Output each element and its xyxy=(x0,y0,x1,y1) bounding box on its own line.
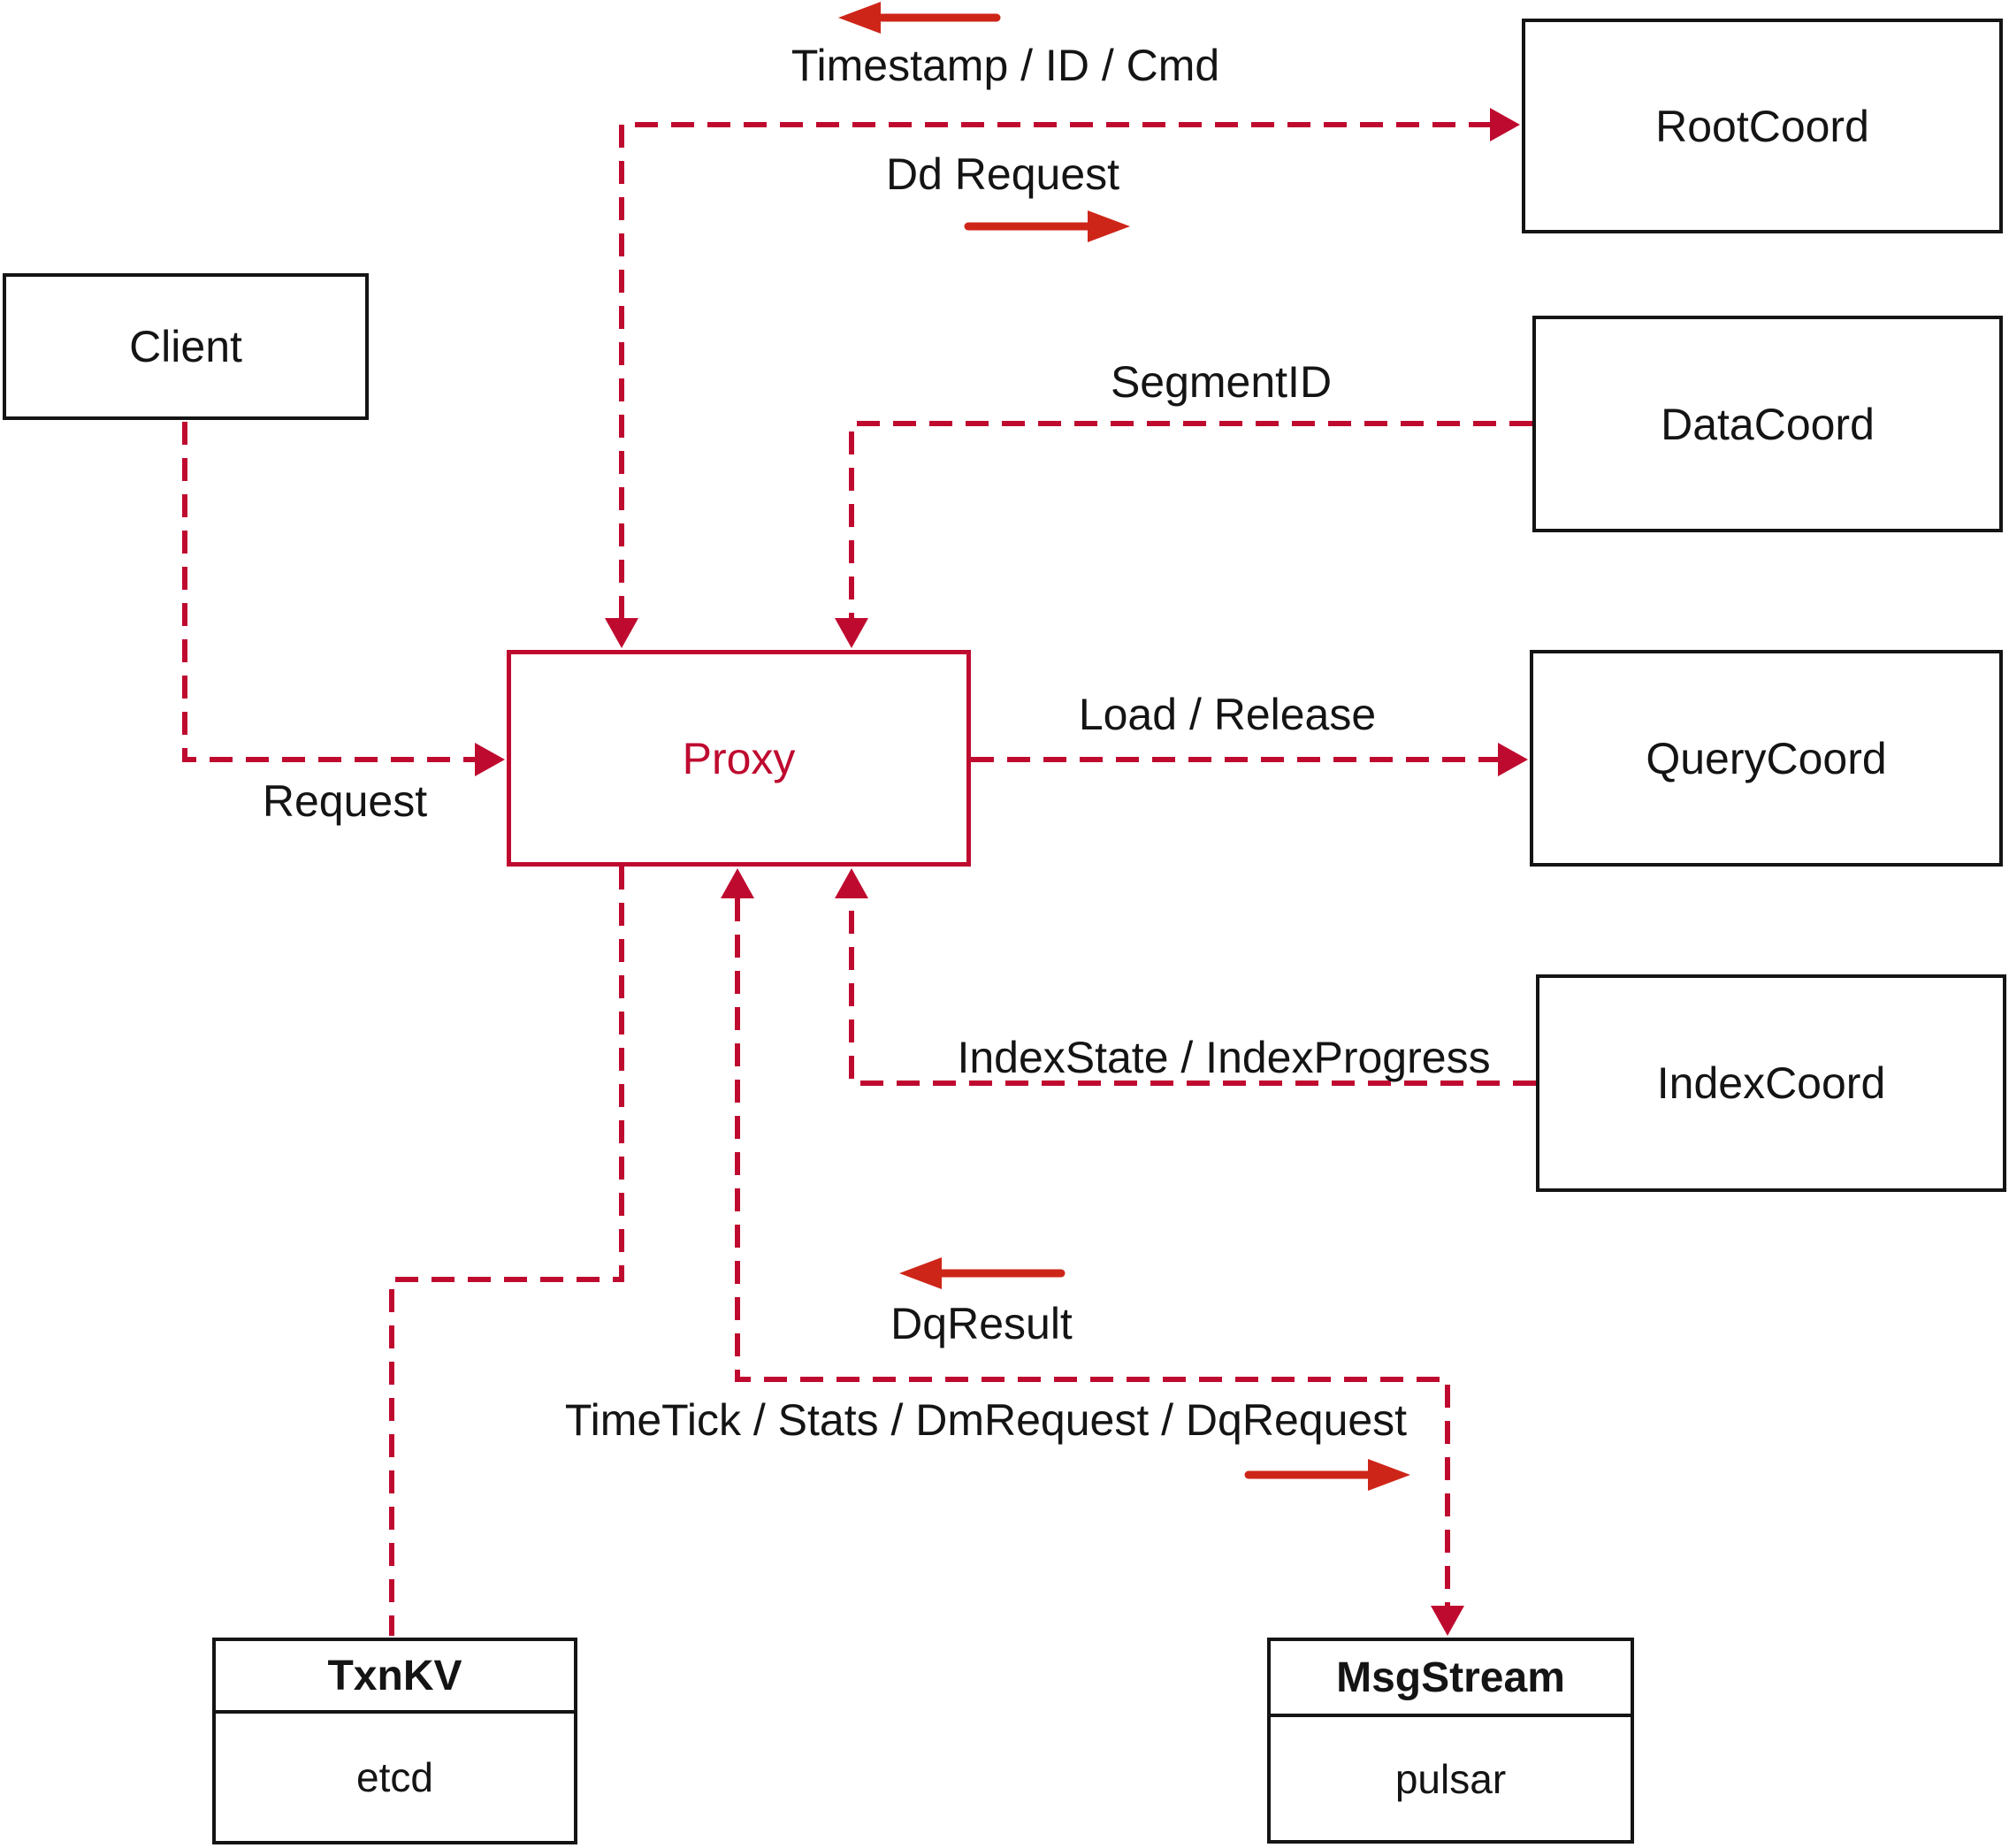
edge-label-segment-id: SegmentID xyxy=(1110,357,1333,407)
txnkv-node-title: TxnKV xyxy=(216,1641,574,1714)
indexcoord-node-label: IndexCoord xyxy=(1656,1058,1886,1108)
proxy-to-txnkv-connector xyxy=(389,867,624,1636)
arrowhead-into-proxy-top-left xyxy=(605,618,638,648)
edge-label-dd-request: Dd Request xyxy=(885,149,1120,199)
arrowhead-into-proxy-top-right xyxy=(835,618,868,648)
client-node-label: Client xyxy=(129,322,242,371)
edge-label-index-state: IndexState / IndexProgress xyxy=(957,1033,1491,1082)
arrowhead-into-querycoord xyxy=(1498,743,1528,776)
proxy-to-msgstream-connector xyxy=(735,898,1450,1618)
rootcoord-node-label: RootCoord xyxy=(1655,101,1869,151)
client-to-proxy-connector xyxy=(182,422,488,762)
edge-label-request: Request xyxy=(262,776,428,826)
msgstream-node-subtitle: pulsar xyxy=(1271,1717,1631,1840)
querycoord-node-label: QueryCoord xyxy=(1646,733,1887,783)
arrowhead-into-proxy-left xyxy=(475,743,505,776)
rootcoord-node: RootCoord xyxy=(1522,19,2003,233)
edge-label-timestamp-id-cmd: Timestamp / ID / Cmd xyxy=(791,41,1220,90)
txnkv-node-subtitle: etcd xyxy=(216,1714,574,1841)
arrowhead-into-proxy-bottom-right xyxy=(835,868,868,898)
arrowhead-into-rootcoord xyxy=(1490,108,1520,141)
arrowhead-left-dq-result xyxy=(899,1257,942,1289)
msgstream-title-text: MsgStream xyxy=(1336,1653,1565,1701)
client-node: Client xyxy=(3,273,369,420)
msgstream-subtitle-text: pulsar xyxy=(1394,1755,1507,1802)
datacoord-node: DataCoord xyxy=(1532,316,2003,532)
edge-label-load-release: Load / Release xyxy=(1078,690,1377,739)
indexcoord-node: IndexCoord xyxy=(1536,974,2006,1192)
txnkv-node: TxnKV etcd xyxy=(212,1638,577,1844)
txnkv-title-text: TxnKV xyxy=(327,1652,462,1699)
proxy-to-rootcoord-connector xyxy=(619,122,1503,619)
proxy-node: Proxy xyxy=(507,650,971,867)
arrowhead-right-dd-request xyxy=(1088,210,1130,242)
indexcoord-to-proxy-connector xyxy=(849,897,1536,1086)
arrowhead-right-timetick xyxy=(1368,1459,1410,1491)
datacoord-node-label: DataCoord xyxy=(1661,399,1875,449)
txnkv-subtitle-text: etcd xyxy=(356,1754,433,1800)
arrowhead-left-timestamp xyxy=(838,2,881,34)
datacoord-to-proxy-connector xyxy=(849,421,1532,619)
msgstream-node-title: MsgStream xyxy=(1271,1641,1631,1717)
edge-label-dq-result: DqResult xyxy=(890,1299,1073,1348)
proxy-node-label: Proxy xyxy=(682,733,796,783)
edge-label-timetick: TimeTick / Stats / DmRequest / DqRequest xyxy=(564,1395,1408,1445)
querycoord-node: QueryCoord xyxy=(1530,650,2003,867)
msgstream-node: MsgStream pulsar xyxy=(1267,1638,1634,1844)
arrowhead-into-proxy-bottom-left xyxy=(721,868,754,898)
arrowhead-into-msgstream xyxy=(1431,1606,1464,1636)
